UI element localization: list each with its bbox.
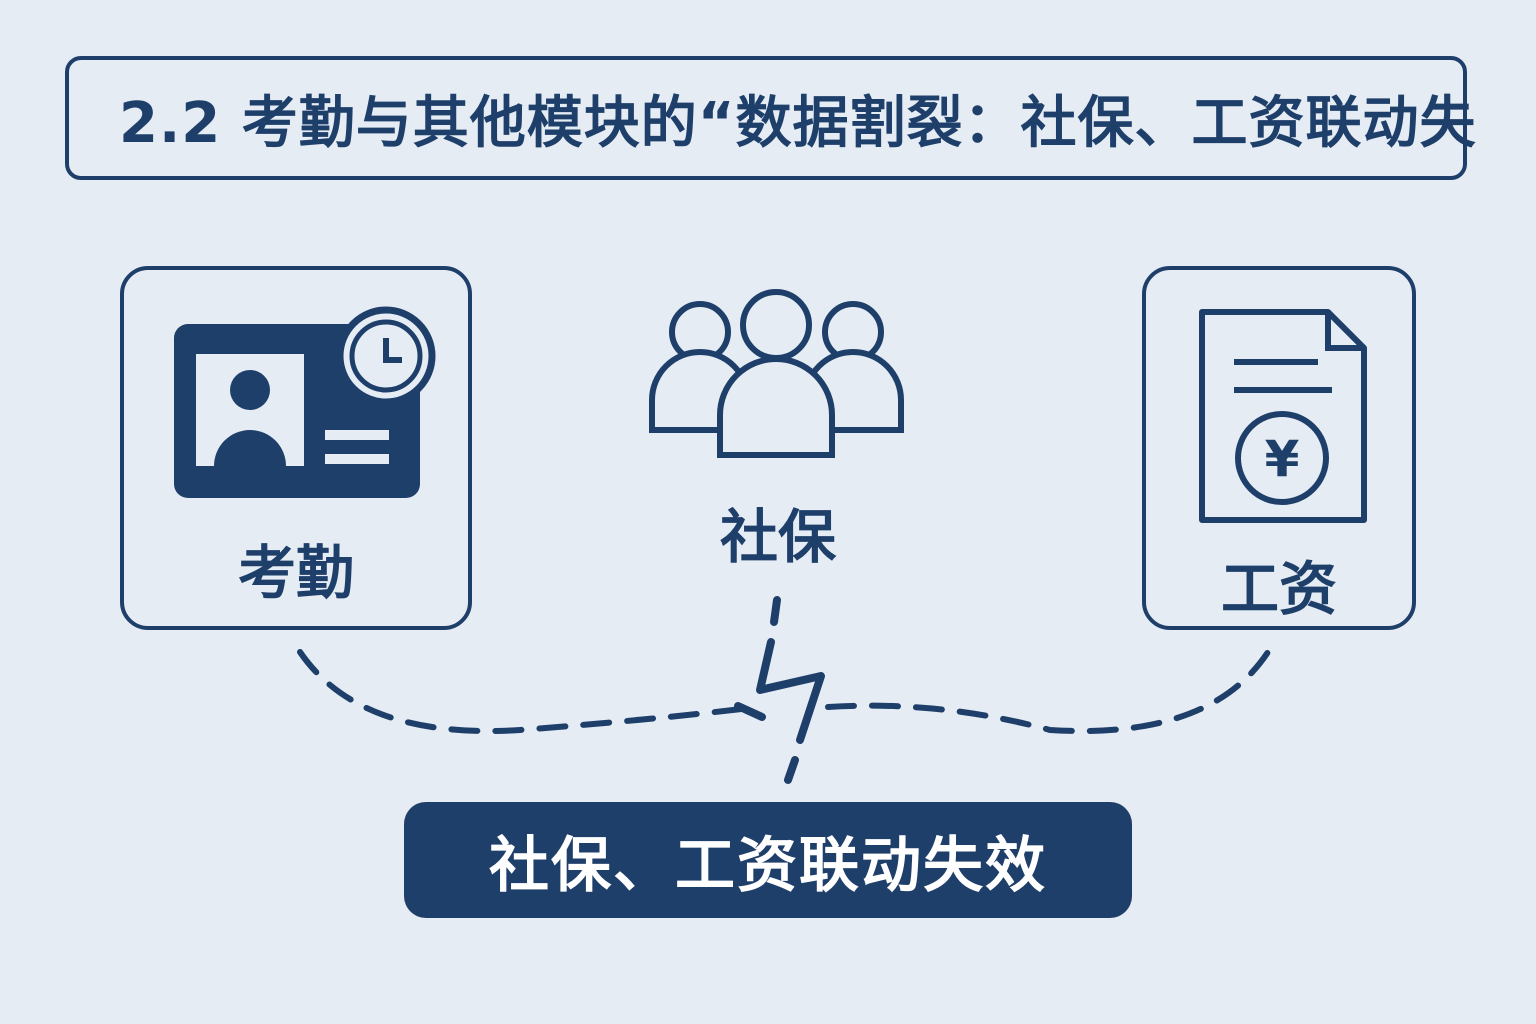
- yen-document-icon: ¥: [1199, 309, 1367, 523]
- attendance-label: 考勤: [237, 539, 354, 607]
- salary-label: 工资: [1220, 555, 1337, 623]
- page-title: 2.2 考勤与其他模块的“数据割裂：社保、工资联动失: [119, 90, 1477, 156]
- people-group-icon: [649, 289, 904, 458]
- id-card-clock-icon: [174, 306, 436, 498]
- salary-card[interactable]: ¥ 工资: [1142, 266, 1416, 630]
- attendance-card[interactable]: 考勤: [120, 266, 472, 630]
- banner-text: 社保、工资联动失效: [489, 830, 1047, 901]
- svg-text:¥: ¥: [1265, 430, 1300, 488]
- failure-banner: 社保、工资联动失效: [404, 802, 1132, 918]
- broken-link-right: [825, 649, 1271, 734]
- social-security-label: 社保: [719, 503, 836, 571]
- break-lightning-icon: [734, 596, 825, 784]
- title-box: 2.2 考勤与其他模块的“数据割裂：社保、工资联动失: [65, 56, 1476, 180]
- broken-link-left: [297, 649, 753, 734]
